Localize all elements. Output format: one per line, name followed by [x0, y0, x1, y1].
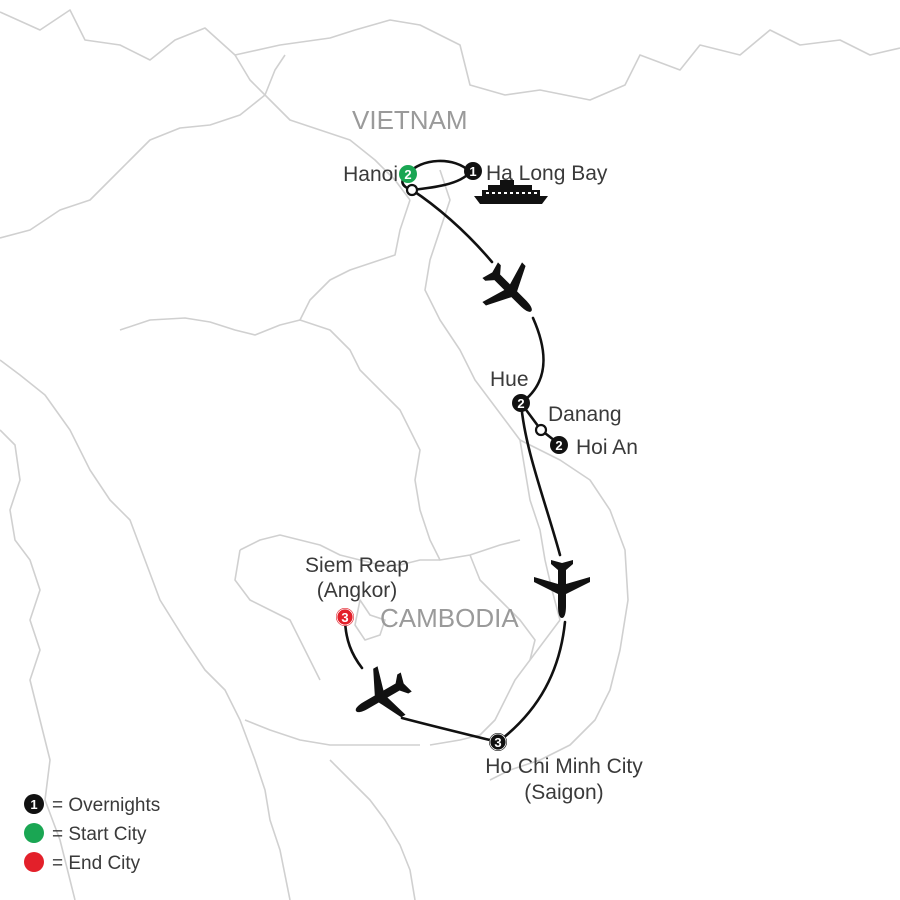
- stop-nights: 3: [494, 735, 501, 750]
- stop-nights: 2: [517, 396, 524, 411]
- country-label-vietnam: VIETNAM: [352, 105, 468, 135]
- country-label-cambodia: CAMBODIA: [380, 603, 519, 633]
- stop-nights: 2: [404, 167, 411, 182]
- legend: 1 = Overnights = Start City = End City: [24, 794, 160, 874]
- stop-label: Ha Long Bay: [486, 162, 608, 185]
- legend-item-end: = End City: [24, 852, 141, 874]
- legend-label: = Start City: [52, 824, 147, 845]
- legend-item-overnights: 1 = Overnights: [24, 794, 160, 816]
- cruise-ship-icon: [474, 180, 548, 204]
- legend-item-start: = Start City: [24, 823, 147, 845]
- stop-nights: 1: [469, 164, 476, 179]
- stop-label: Danang: [548, 403, 622, 426]
- stop-label-secondary: (Angkor): [317, 579, 398, 602]
- stop-hoian[interactable]: 2 Hoi An: [550, 436, 638, 459]
- legend-symbol: 1: [30, 797, 37, 812]
- stop-hue[interactable]: 2 Hue: [490, 368, 530, 412]
- route-flight-to-hcmc: [496, 620, 567, 744]
- airplane-icon: [355, 666, 412, 718]
- route-hcmc-to-flight: [400, 716, 500, 744]
- country-borders: [0, 9, 900, 900]
- stop-nights: 2: [555, 438, 562, 453]
- legend-label: = End City: [52, 853, 141, 874]
- stop-hanoi[interactable]: 2 Hanoi: [343, 163, 417, 186]
- airplane-icon: [482, 262, 532, 312]
- stop-hcmc[interactable]: 3 Ho Chi Minh City (Saigon): [485, 733, 643, 804]
- stop-label: Ho Chi Minh City: [485, 755, 643, 778]
- stop-label: Hue: [490, 368, 529, 391]
- stop-label-secondary: (Saigon): [524, 781, 603, 804]
- route-flight-to-hue: [519, 316, 545, 405]
- route-hanoi-to-flight: [410, 188, 494, 264]
- legend-label: = Overnights: [52, 795, 160, 816]
- stop-label: Siem Reap: [305, 554, 409, 577]
- stop-danang[interactable]: Danang: [534, 403, 622, 437]
- stop-siemreap[interactable]: 3 Siem Reap (Angkor): [305, 554, 409, 626]
- waypoint-marker: [405, 183, 419, 197]
- stop-label: Hoi An: [576, 436, 638, 459]
- route-hue-to-flight: [519, 401, 562, 557]
- stop-nights: 3: [341, 610, 348, 625]
- stop-label: Hanoi: [343, 163, 398, 186]
- airplane-icon: [534, 560, 590, 618]
- stop-halong[interactable]: 1 Ha Long Bay: [464, 162, 608, 185]
- route-hanoi-halong-loop: [401, 159, 472, 192]
